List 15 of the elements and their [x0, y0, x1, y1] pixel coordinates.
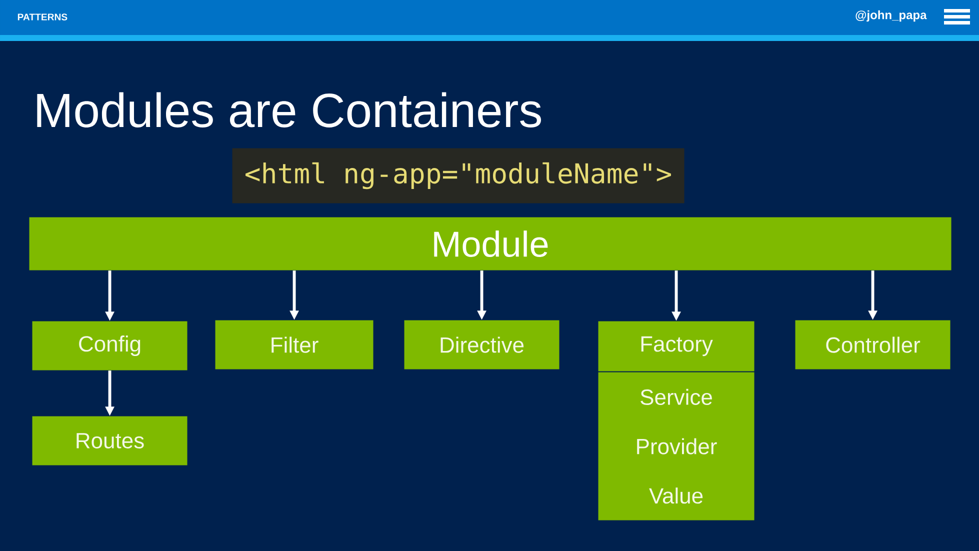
component-box: Directive: [404, 320, 560, 370]
slide-title: Modules are Containers: [37, 92, 541, 128]
component-box: Controller: [795, 320, 950, 370]
header-text: PATTERNS: [18, 14, 68, 20]
node-label: Provider: [637, 438, 717, 454]
node-label: Factory: [641, 336, 713, 356]
author-handle: @john_papa: [856, 10, 927, 22]
component-box: Routes: [32, 416, 188, 466]
component-box: Factory: [598, 321, 754, 372]
component-box: Config: [32, 321, 188, 370]
module-bar: Module: [29, 217, 952, 270]
node-label: Service: [640, 388, 712, 406]
code-snippet: <html ng-app="moduleName">: [232, 148, 684, 204]
node-label: Value: [649, 488, 703, 504]
component-box: Filter: [215, 320, 374, 370]
